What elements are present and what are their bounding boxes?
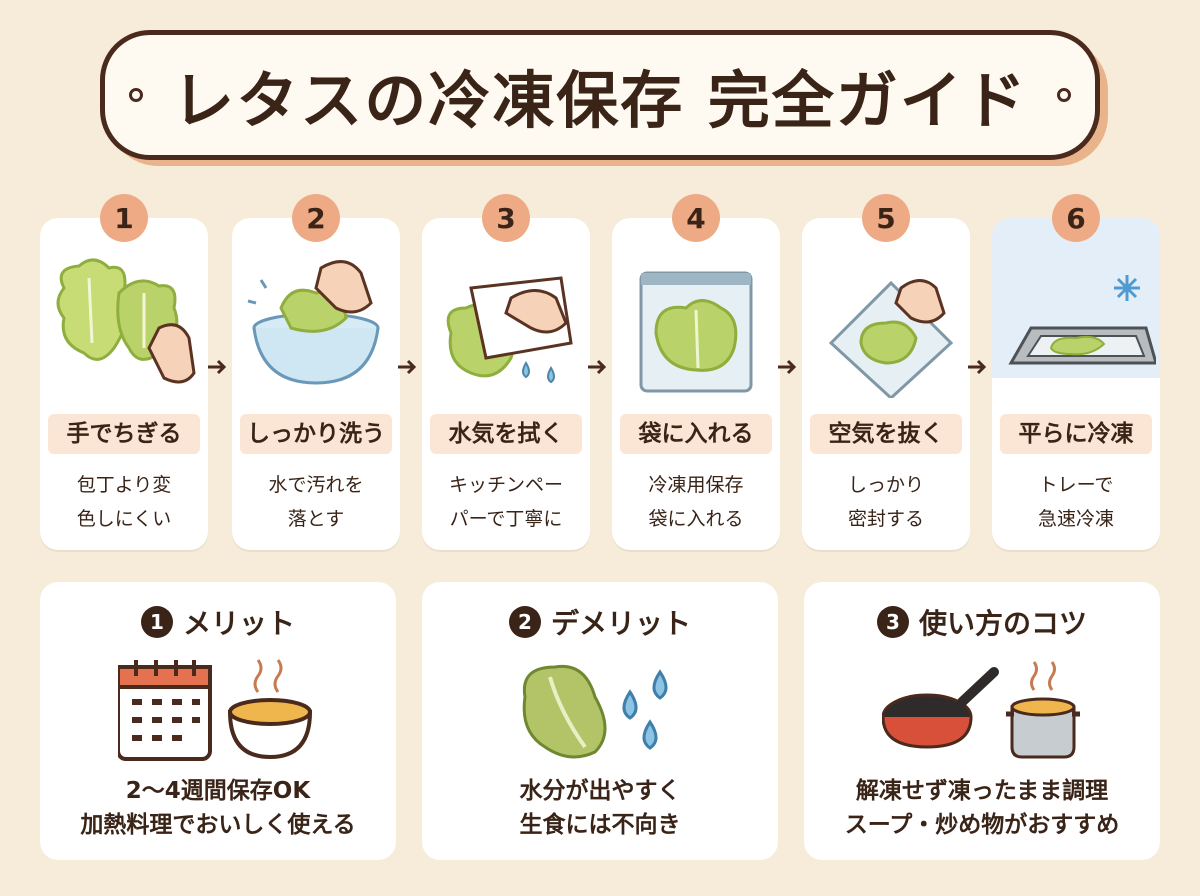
hand-tearing-lettuce-icon <box>56 258 196 384</box>
info-heading: 1 メリット <box>40 602 396 642</box>
step-label: しっかり洗う <box>240 414 392 454</box>
title-banner: レタスの冷凍保存 完全ガイド <box>100 30 1108 166</box>
page-title: レタスの冷凍保存 完全ガイド <box>172 64 1028 137</box>
info-description: 水分が出やすく 生食には不向き <box>519 778 681 838</box>
washing-bowl-icon <box>247 260 380 385</box>
step-label: 袋に入れる <box>620 414 772 454</box>
paper-towel-icon <box>446 276 573 384</box>
step-label: 水気を拭く <box>430 414 582 454</box>
step-number-badge: 3 <box>482 194 530 242</box>
info-description: 解凍せず凍ったまま調理 スープ・炒め物がおすすめ <box>844 778 1120 838</box>
step-card-3: 3 水気を拭く キッチンペー パーで丁寧に <box>422 194 590 550</box>
info-heading: 2 デメリット <box>422 602 778 642</box>
step-number-badge: 6 <box>1052 194 1100 242</box>
info-number: 2 <box>508 606 541 638</box>
info-title: 使い方のコツ <box>918 607 1087 640</box>
step-card-2: 2 しっかり洗う 水で汚れを 落とす <box>232 194 400 550</box>
info-card-demerits: 2 デメリット 水分が出やすく 生食には不向き <box>422 582 778 860</box>
step-label: 空気を抜く <box>810 414 962 454</box>
frying-pan-icon <box>882 661 1080 759</box>
press-air-out-icon <box>828 279 954 398</box>
water-drops-icon <box>622 669 668 750</box>
step-description: しっかり 密封する <box>847 474 924 530</box>
step-card-4: 4 袋に入れる 冷凍用保存 袋に入れる <box>612 194 780 550</box>
freezer-bag-icon <box>639 271 753 393</box>
step-number-badge: 1 <box>100 194 148 242</box>
wilted-lettuce-icon <box>522 664 668 759</box>
step-number-badge: 2 <box>292 194 340 242</box>
title-box: レタスの冷凍保存 完全ガイド <box>100 30 1100 160</box>
info-number: 3 <box>876 606 909 638</box>
step-number-badge: 5 <box>862 194 910 242</box>
title-dot-left <box>129 88 143 102</box>
arrow-right-icon <box>588 359 607 375</box>
arrow-right-icon <box>398 359 417 375</box>
info-description: 2〜4週間保存OK 加熱料理でおいしく使える <box>80 778 356 838</box>
soup-pot-icon <box>1006 661 1080 759</box>
info-number: 1 <box>140 606 173 638</box>
info-card-merits: 1 メリット 2〜4週間保存OK 加熱料理でおいしく使える <box>40 582 396 860</box>
step-description: キッチンペー パーで丁寧に <box>448 474 563 530</box>
soup-bowl-icon <box>227 659 313 760</box>
step-description: 水で汚れを 落とす <box>268 474 364 530</box>
freezer-tray-icon <box>1008 275 1156 365</box>
step-label: 平らに冷凍 <box>1000 414 1152 454</box>
title-dot-right <box>1057 88 1071 102</box>
step-card-6: 6 平らに冷凍 トレーで 急速冷凍 <box>992 194 1160 550</box>
calendar-icon <box>118 659 313 761</box>
step-description: 包丁より変 色しにくい <box>76 474 172 530</box>
arrow-right-icon <box>208 359 227 375</box>
arrow-right-icon <box>968 359 987 375</box>
step-card-1: 1 手でちぎる 包丁より変 色しにくい <box>40 194 208 550</box>
step-card-5: 5 空気を抜く しっかり 密封する <box>802 194 970 550</box>
step-description: トレーで 急速冷凍 <box>1037 474 1114 530</box>
info-title: メリット <box>182 607 295 640</box>
info-heading: 3 使い方のコツ <box>804 602 1160 642</box>
arrow-right-icon <box>778 359 797 375</box>
step-description: 冷凍用保存 袋に入れる <box>648 474 744 530</box>
info-title: デメリット <box>550 607 691 640</box>
step-label: 手でちぎる <box>48 414 200 454</box>
info-card-tips: 3 使い方のコツ 解凍せず凍ったまま調理 スープ・炒め物がおすすめ <box>804 582 1160 860</box>
step-number-badge: 4 <box>672 194 720 242</box>
